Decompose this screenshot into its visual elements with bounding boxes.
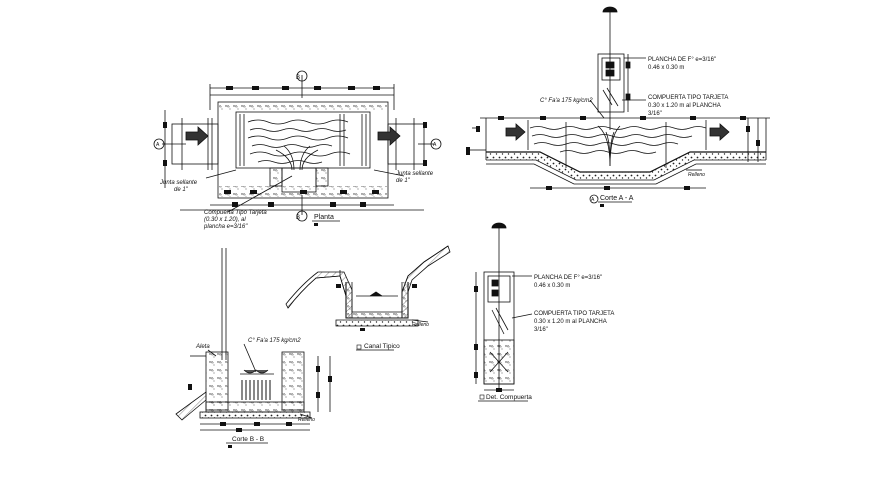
plan-labels: B B A A Junta sellante de 1" Junta sella… (156, 75, 437, 230)
flow-arrow-icon (185, 126, 209, 146)
plan-gate-label-2: (0.30 x 1.20), al (204, 217, 246, 223)
section-a-a-title: Corte A - A (600, 195, 634, 202)
relleno-label-b: Relleno (298, 417, 315, 423)
relleno-label-channel: Relleno (412, 322, 429, 328)
gate-detail-labels: PLANCHA DE F° e=3/16" 0.46 x 0.30 m COMP… (478, 275, 614, 402)
typical-channel (285, 245, 451, 331)
detail-plancha-label-1: PLANCHA DE F° e=3/16" (534, 275, 602, 281)
top-plancha-label-2: 0.46 x 0.30 m (648, 65, 684, 71)
junta-sellante-left-size: de 1" (174, 187, 189, 193)
junta-sellante-left-label: Junta sellante (159, 180, 198, 186)
junta-sellante-right-size: de 1" (396, 178, 411, 184)
typical-channel-title: Canal Tipico (364, 343, 400, 350)
plan-title: Planta (314, 214, 334, 221)
marker-b-top-label: B (296, 75, 300, 81)
detail-gate-label-1: COMPUERTA TIPO TARJETA (534, 311, 614, 317)
section-b-b-title: Corte B - B (232, 436, 264, 443)
section-marker-a-left (153, 138, 165, 150)
marker-a-left-label: A (156, 142, 160, 148)
aleta-label: Aleta (195, 344, 210, 350)
top-plancha-label-1: PLANCHA DE F° e=3/16" (648, 57, 716, 63)
marker-b-bottom-label: B (296, 215, 300, 221)
flow-arrow-icon (709, 123, 730, 141)
relleno-label-top: Relleno (688, 172, 705, 178)
marker-a-right-label: A (433, 142, 437, 148)
section-marker-a-right (430, 138, 442, 150)
top-gate-label-1: COMPUERTA TIPO TARJETA (648, 95, 728, 101)
detail-gate-label-3: 3/16" (534, 327, 548, 333)
section-a-a (466, 6, 770, 204)
plan-gate-label-3: plancha e=3/16" (203, 224, 248, 230)
junta-sellante-right-label: Junta sellante (395, 171, 434, 177)
section-marker-a-cut (589, 194, 599, 204)
typical-channel-labels: Relleno Canal Tipico (356, 322, 429, 351)
gate-detail (474, 222, 533, 392)
marker-a-cut-label: A (591, 197, 595, 203)
top-concrete-spec: C° Fa'a 175 kg/cm2 (540, 98, 593, 104)
detail-plancha-label-2: 0.46 x 0.30 m (534, 283, 570, 289)
plan-gate-label-1: Compuerta Tipo Tarjeta (204, 210, 267, 216)
flow-arrow-icon (377, 126, 401, 146)
flow-arrow-icon (505, 123, 526, 141)
plan-view (153, 70, 442, 222)
section-b-b-labels: Aleta C° Fa'a 175 kg/cm2 Relleno Corte B… (195, 338, 315, 448)
gate-detail-title: Det. Compuerta (486, 394, 532, 401)
top-gate-label-2: 0.30 x 1.20 m al PLANCHA (648, 103, 721, 109)
top-gate-label-3: 3/16" (648, 111, 662, 117)
section-a-a-labels: PLANCHA DE F° e=3/16" 0.46 x 0.30 m COMP… (540, 57, 728, 207)
section-marker-b-bottom (296, 210, 308, 222)
section-b-b (175, 248, 332, 432)
bottom-concrete-spec: C° Fa'a 175 kg/cm2 (248, 338, 301, 344)
detail-gate-label-2: 0.30 x 1.20 m al PLANCHA (534, 319, 607, 325)
section-marker-b-top (296, 70, 308, 82)
